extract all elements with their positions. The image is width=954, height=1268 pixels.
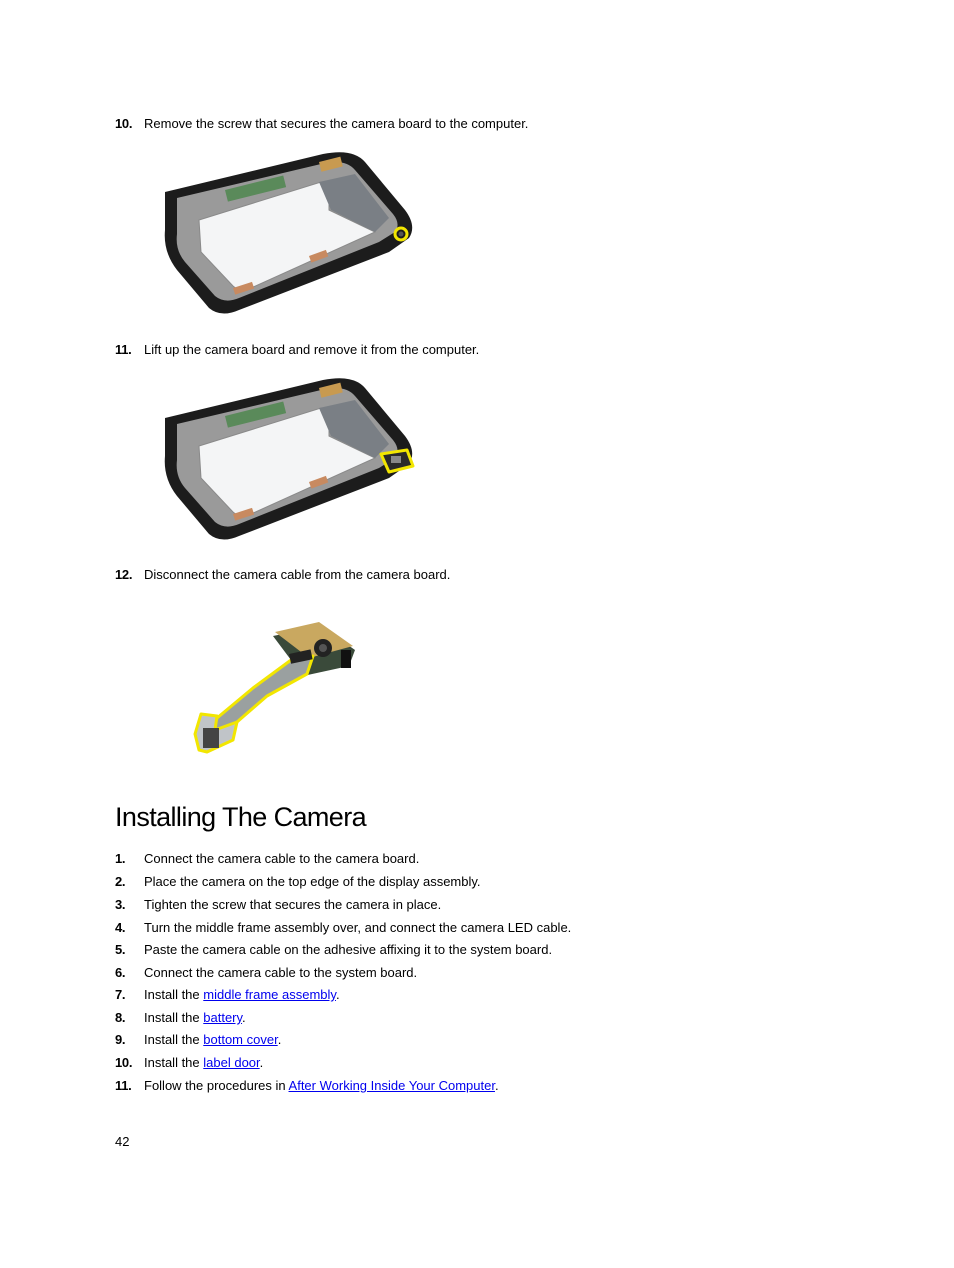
step-number: 12. <box>115 567 133 582</box>
step-suffix: . <box>259 1055 264 1070</box>
install-step-6: 6. Connect the camera cable to the system… <box>115 965 417 981</box>
install-step-4: 4. Turn the middle frame assembly over, a… <box>115 920 571 936</box>
step-number: 1. <box>115 851 126 866</box>
step-text: Remove the screw that secures the camera… <box>144 116 529 131</box>
step-text: Lift up the camera board and remove it f… <box>144 342 480 357</box>
install-step-10: 10. Install the label door. <box>115 1055 263 1071</box>
section-title: Installing The Camera <box>115 802 367 832</box>
step-number: 6. <box>115 965 126 980</box>
step-prefix: Install the <box>144 1055 204 1070</box>
step-number: 7. <box>115 987 126 1002</box>
install-step-5: 5. Paste the camera cable on the adhesive… <box>115 942 552 958</box>
install-step-7: 7. Install the middle frame assembly. <box>115 987 340 1003</box>
install-step-2: 2. Place the camera on the top edge of th… <box>115 874 481 890</box>
step-text: Connect the camera cable to the system b… <box>144 965 418 980</box>
step-number: 11. <box>115 342 132 357</box>
step-number: 9. <box>115 1032 126 1047</box>
step-number: 5. <box>115 942 126 957</box>
step-number: 2. <box>115 874 126 889</box>
step-number: 4. <box>115 920 126 935</box>
step-text: Disconnect the camera cable from the cam… <box>144 567 451 582</box>
step-prefix: Follow the procedures in <box>144 1078 289 1093</box>
step-number: 8. <box>115 1010 126 1025</box>
step-suffix: . <box>335 987 340 1002</box>
step-number: 3. <box>115 897 126 912</box>
step-text: Connect the camera cable to the camera b… <box>144 851 420 866</box>
figure-screw-location <box>143 140 433 325</box>
step-suffix: . <box>242 1010 246 1025</box>
after-working-inside-link[interactable]: After Working Inside Your Computer <box>288 1078 495 1093</box>
install-step-8: 8. Install the battery. <box>115 1010 246 1026</box>
removal-step-11: 11. Lift up the camera board and remove i… <box>115 342 479 358</box>
install-step-1: 1. Connect the camera cable to the camera… <box>115 851 419 867</box>
middle-frame-assembly-link[interactable]: middle frame assembly <box>203 987 336 1002</box>
step-suffix: . <box>277 1032 282 1047</box>
step-number: 11. <box>115 1078 132 1093</box>
install-step-11: 11. Follow the procedures in After Workin… <box>115 1078 499 1094</box>
step-suffix: . <box>494 1078 499 1093</box>
step-text: Place the camera on the top edge of the … <box>144 874 481 889</box>
figure-camera-cable <box>143 592 433 782</box>
step-text: Turn the middle frame assembly over, and… <box>144 920 572 935</box>
step-number: 10. <box>115 116 133 131</box>
bottom-cover-link[interactable]: bottom cover <box>203 1032 278 1047</box>
battery-link[interactable]: battery <box>203 1010 243 1025</box>
figure-lift-camera-board <box>143 366 433 551</box>
step-prefix: Install the <box>144 987 204 1002</box>
step-prefix: Install the <box>144 1010 204 1025</box>
install-step-3: 3. Tighten the screw that secures the cam… <box>115 897 441 913</box>
step-text: Paste the camera cable on the adhesive a… <box>144 942 553 957</box>
page-number: 42 <box>115 1134 130 1149</box>
install-step-9: 9. Install the bottom cover. <box>115 1032 281 1048</box>
label-door-link[interactable]: label door <box>203 1055 260 1070</box>
removal-step-12: 12. Disconnect the camera cable from the … <box>115 567 450 583</box>
removal-step-10: 10. Remove the screw that secures the cam… <box>115 116 528 132</box>
step-prefix: Install the <box>144 1032 204 1047</box>
step-number: 10. <box>115 1055 133 1070</box>
step-text: Tighten the screw that secures the camer… <box>144 897 442 912</box>
